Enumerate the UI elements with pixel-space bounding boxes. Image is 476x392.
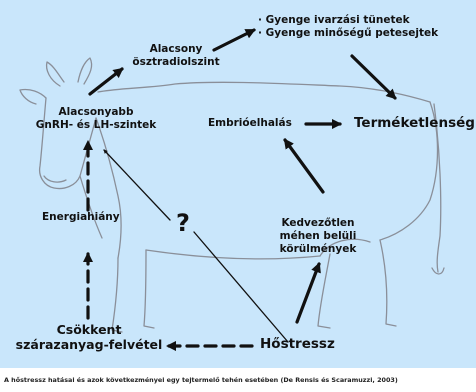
label-reduced-dry-matter-intake: Csökkent szárazanyag-felvétel <box>12 322 166 352</box>
arrow-uterine-to-embryo <box>283 138 325 194</box>
cow-hindleg-1 <box>317 253 331 329</box>
cow-tail <box>433 103 442 273</box>
cow-rump <box>379 101 439 241</box>
label-line: Csökkent <box>56 322 122 337</box>
label-line: · Gyenge ivarzási tünetek <box>258 14 410 26</box>
label-lower-gnrh-lh: Alacsonyabb GnRH- és LH-szintek <box>26 106 166 132</box>
cow-hindleg-2 <box>379 239 397 327</box>
cow-ear <box>19 88 47 105</box>
label-line: Alacsonyabb <box>58 106 134 118</box>
cow-neck <box>95 117 122 259</box>
line-heat-to-question <box>193 231 289 343</box>
cow-horn-right <box>77 57 93 85</box>
diagram-panel <box>0 0 476 368</box>
label-infertility: Terméketlenség <box>354 115 475 131</box>
label-line: szárazanyag-felvétel <box>15 337 163 352</box>
cow-horn-left <box>45 61 65 87</box>
label-line: méhen belüli <box>279 230 357 242</box>
diagram-art <box>19 28 445 352</box>
label-line: körülmények <box>279 243 357 255</box>
arrow-symptoms-to-infertility <box>350 54 397 100</box>
arrow-gnrh-to-estradiol <box>88 67 124 96</box>
label-line: GnRH- és LH-szintek <box>35 119 157 131</box>
question-mark: ? <box>176 209 190 237</box>
cow-muzzle <box>43 175 67 183</box>
label-line: Alacsony <box>149 43 203 55</box>
cow-foreleg-1 <box>111 257 123 333</box>
label-line: · Gyenge minőségű petesejtek <box>258 27 439 39</box>
label-unfavorable-uterine-conditions: Kedvezőtlen méhen belüli körülmények <box>268 217 368 256</box>
cow-udder <box>319 238 371 257</box>
cow-foreleg-2 <box>143 249 155 329</box>
cow-dewlap <box>79 175 103 239</box>
arrow-estradiol-to-symptoms <box>212 28 256 52</box>
arrow-question-to-gnrh <box>103 149 171 221</box>
label-energy-deficit: Energiahiány <box>42 211 120 223</box>
arrows <box>82 28 397 352</box>
arrow-heat-to-uterine <box>295 262 321 324</box>
cow-head <box>38 97 97 190</box>
label-low-estradiol: Alacsony ösztradiolszint <box>120 43 232 69</box>
label-line: Kedvezőtlen <box>281 217 355 229</box>
cow-sketch <box>19 57 445 333</box>
cow-belly <box>145 249 321 260</box>
label-line: ösztradiolszint <box>132 56 220 68</box>
figure-caption: A hőstressz hatásai és azok következmény… <box>4 376 398 384</box>
label-heat-stress: Hőstressz <box>260 336 335 352</box>
cow-tail-tuft <box>431 267 445 275</box>
label-embryo-death: Embrióelhalás <box>208 117 292 129</box>
label-poor-estrus-symptoms: · Gyenge ivarzási tünetek · Gyenge minős… <box>258 14 438 40</box>
